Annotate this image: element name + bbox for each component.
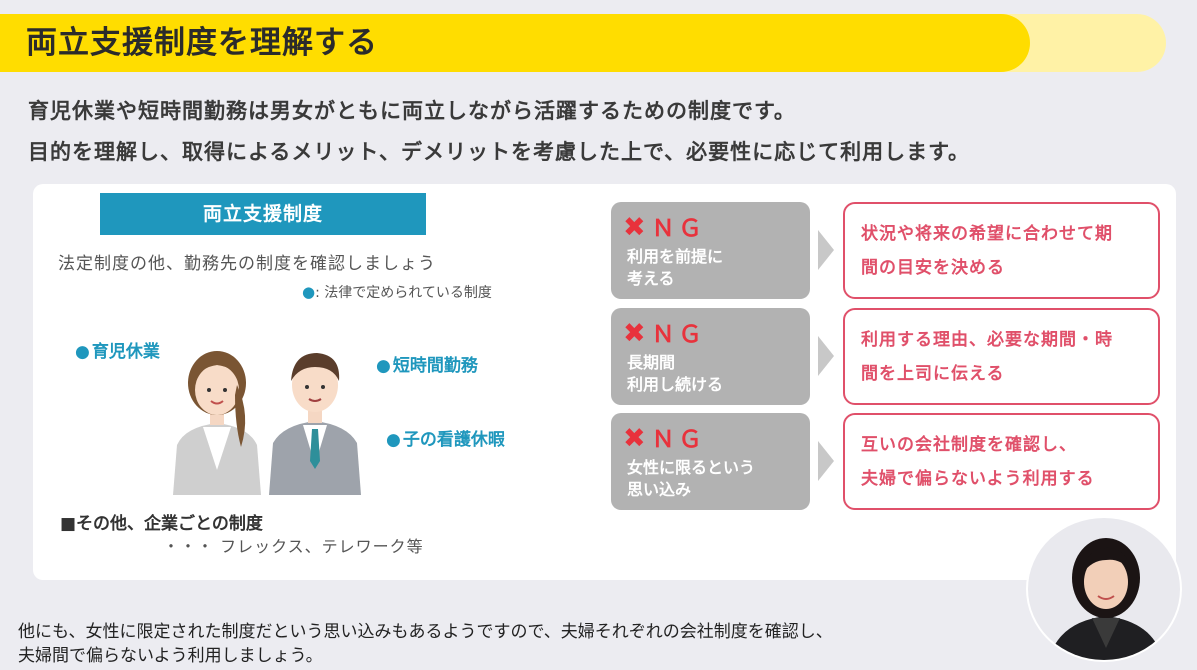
legend-dot-icon: ● [302,283,316,301]
ng-card-3: ✖ＮＧ 女性に限るという思い込み [611,413,810,510]
ok-text: 間を上司に伝える [861,364,1005,384]
systems-header: 両立支援制度 [100,193,426,235]
ng-label: ＮＧ [651,427,706,453]
legend: ●: 法律で定められている制度 [302,282,492,302]
intro-line-2: 目的を理解し、取得によるメリット、デメリットを考慮した上で、必要性に応じて利用し… [28,140,971,164]
ok-text: 利用する理由、必要な期間・時 [861,330,1113,350]
man-figure [269,353,361,495]
legend-text: : 法律で定められている制度 [315,285,492,301]
system-item-label: 短時間勤務 [392,356,478,376]
other-systems-list: ・・・ フレックス、テレワーク等 [163,537,424,556]
arrow-right-icon [818,441,834,481]
bullet-dot-icon: ● [376,356,391,376]
ok-text: 夫婦で偏らないよう利用する [861,469,1095,489]
ng-text: 長期間 [627,353,676,372]
ng-text: 女性に限るという [627,458,756,477]
ok-text: 間の目安を決める [861,258,1005,278]
cross-icon: ✖ [623,423,646,454]
system-item-label: 育児休業 [91,342,160,362]
system-item-childcare-leave: ●育児休業 [75,337,160,362]
intro-line-1: 育児休業や短時間勤務は男女がともに両立しながら活躍するための制度です。 [28,99,796,123]
presenter-avatar [1049,538,1163,660]
title-bar [0,14,1030,72]
ng-card-2: ✖ＮＧ 長期間利用し続ける [611,308,810,405]
system-item-label: 子の看護休暇 [402,430,505,450]
bullet-dot-icon: ● [386,430,401,450]
ok-text: 状況や将来の希望に合わせて期 [861,224,1113,244]
ok-card-2: 利用する理由、必要な期間・時間を上司に伝える [843,308,1160,405]
woman-figure [173,351,261,495]
cross-icon: ✖ [623,318,646,349]
ok-card-3: 互いの会社制度を確認し、夫婦で偏らないよう利用する [843,413,1160,510]
system-item-child-care-leave: ●子の看護休暇 [386,425,505,450]
subtitle-line-2: 夫婦間で偏らないよう利用しましょう。 [18,646,323,666]
presenter-video [1026,516,1182,662]
ng-text: 考える [627,269,675,288]
subtitle-line-1: 他にも、女性に限定された制度だという思い込みもあるようですので、夫婦それぞれの会… [18,622,833,642]
arrow-right-icon [818,336,834,376]
system-item-short-hours: ●短時間勤務 [376,351,478,376]
bullet-dot-icon: ● [75,342,90,362]
ng-text: 利用を前提に [627,247,724,266]
page-title: 両立支援制度を理解する [26,25,378,61]
cross-icon: ✖ [623,212,646,243]
ng-text: 思い込み [627,480,692,499]
arrow-right-icon [818,230,834,270]
ng-label: ＮＧ [651,322,706,348]
ok-card-1: 状況や将来の希望に合わせて期間の目安を決める [843,202,1160,299]
couple-illustration [173,351,361,495]
systems-note: 法定制度の他、勤務先の制度を確認しましょう [58,254,436,274]
ng-text: 利用し続ける [627,375,724,394]
ok-text: 互いの会社制度を確認し、 [861,435,1077,455]
other-systems-title: ■その他、企業ごとの制度 [60,514,263,534]
ng-label: ＮＧ [651,216,706,242]
ng-card-1: ✖ＮＧ 利用を前提に考える [611,202,810,299]
